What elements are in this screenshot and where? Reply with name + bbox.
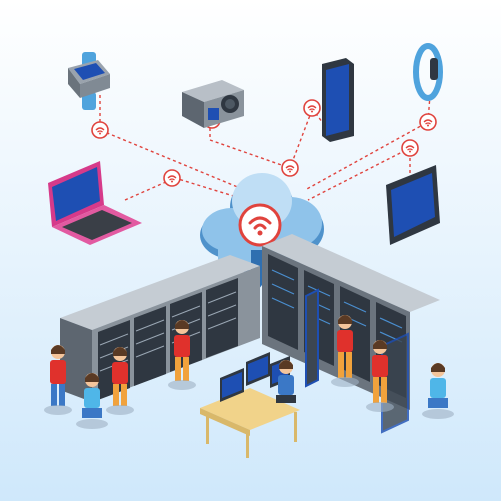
wifi-badge-icon bbox=[281, 159, 299, 177]
tablet-icon bbox=[386, 165, 440, 245]
technician-icon bbox=[331, 315, 359, 387]
fitness-band-icon bbox=[413, 43, 443, 101]
technician-icon bbox=[366, 340, 394, 412]
technician-icon bbox=[168, 320, 196, 390]
action-camera-icon bbox=[182, 80, 244, 128]
wifi-badge-icon bbox=[163, 169, 181, 187]
laptop-icon bbox=[48, 161, 142, 245]
wifi-badge-icon bbox=[91, 121, 109, 139]
smartwatch-icon bbox=[68, 52, 110, 110]
wifi-badge-icon bbox=[401, 139, 419, 157]
technician-icon bbox=[422, 363, 454, 419]
wifi-badge-icon bbox=[303, 99, 321, 117]
smartphone-icon bbox=[322, 58, 354, 142]
technician-icon bbox=[76, 373, 108, 429]
technician-icon bbox=[106, 347, 134, 415]
technician-icon bbox=[276, 360, 296, 403]
wifi-badge-icon bbox=[419, 113, 437, 131]
workstation-desk-icon bbox=[200, 352, 300, 458]
technician-icon bbox=[44, 345, 72, 415]
